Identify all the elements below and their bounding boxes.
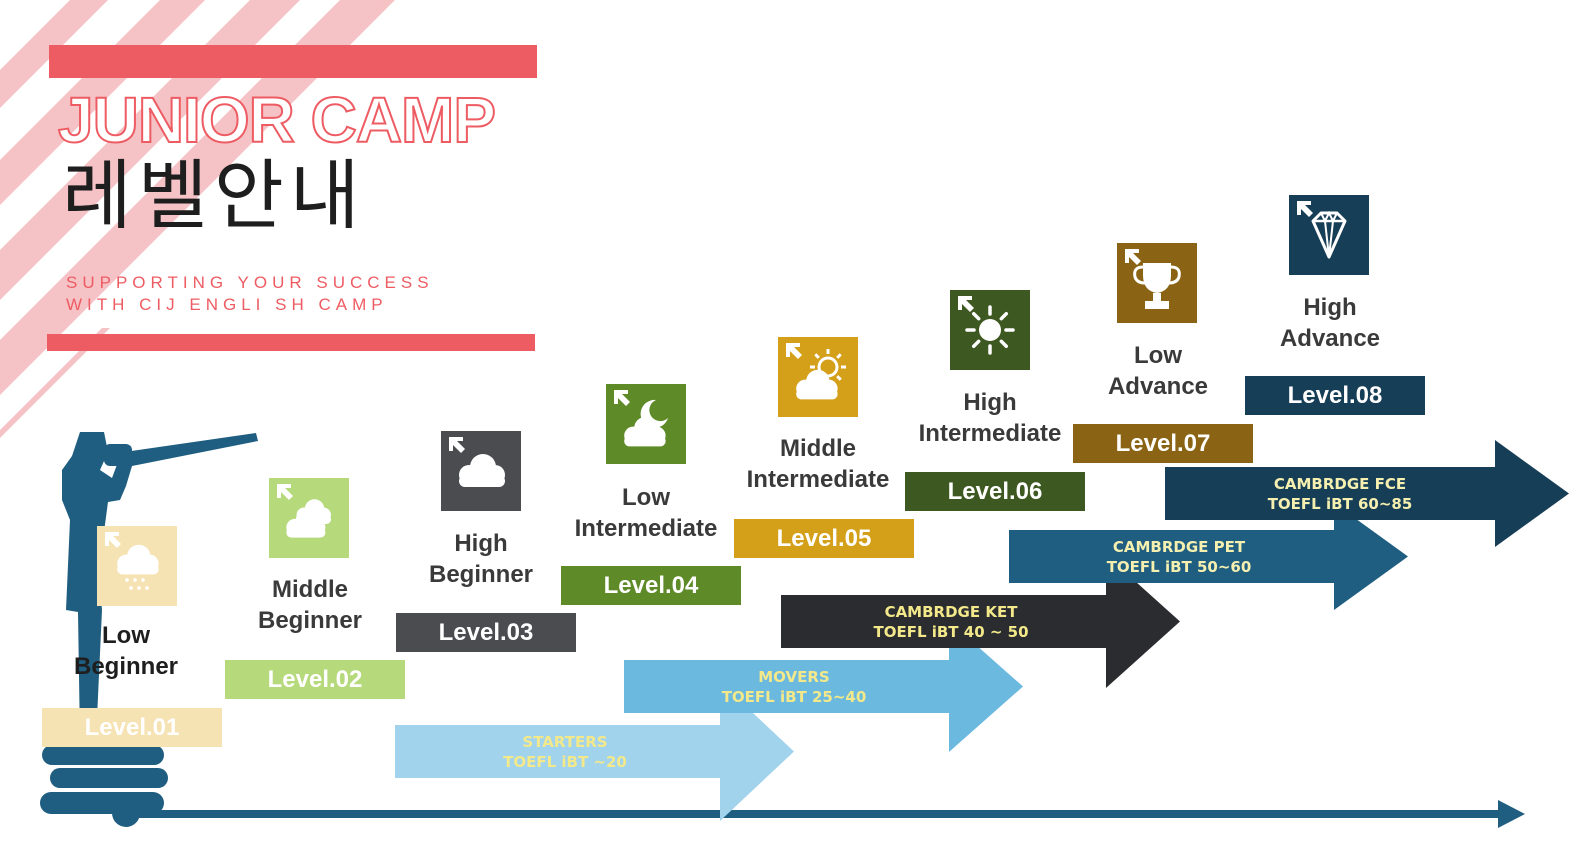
trophy-icon	[1117, 243, 1197, 323]
header-top-band	[49, 45, 537, 78]
level-name-line-2: Intermediate	[918, 420, 1062, 447]
level-name-line-1: High	[454, 530, 508, 557]
sun-icon	[950, 290, 1030, 370]
level-name-line-2: Beginner	[257, 607, 362, 634]
tagline-line-1: SUPPORTING YOUR SUCCESS	[66, 273, 434, 292]
level-name-line-2: Beginner	[428, 561, 533, 588]
level-name-line-2: Intermediate	[746, 466, 890, 493]
level-badge: Level.01	[42, 708, 222, 747]
pathway-label-line-1: STARTERS	[522, 733, 608, 751]
level-badge: Level.05	[734, 519, 914, 558]
level-name-line-1: High	[963, 389, 1017, 416]
level-badge: Level.04	[561, 566, 741, 605]
pathway-label: STARTERS TOEFL iBT ~20	[465, 732, 665, 772]
pathway-label-line-1: MOVERS	[758, 668, 830, 686]
pathway-arrow	[781, 555, 1180, 688]
pathway-label-line-2: TOEFL iBT 40 ~ 50	[873, 623, 1029, 641]
pathway-arrow	[624, 621, 1023, 752]
level-name-line-2: Intermediate	[574, 515, 718, 542]
pathway-label-line-1: CAMBRDGE FCE	[1273, 475, 1407, 493]
pathway-label-line-2: TOEFL iBT 50~60	[1106, 558, 1252, 576]
level-name-line-1: High	[1303, 294, 1357, 321]
pathway-arrow	[395, 682, 794, 821]
level-badge: Level.08	[1245, 376, 1425, 415]
level-badge: Level.03	[396, 613, 576, 652]
level-badge: Level.06	[905, 472, 1085, 511]
page-subtitle-korean: 레벨안내	[62, 151, 366, 240]
level-badge: Level.02	[225, 660, 405, 699]
moon-cloud-icon	[606, 384, 686, 464]
pathway-label-line-2: TOEFL iBT 60~85	[1267, 495, 1413, 513]
level-name-line-1: Middle	[780, 435, 856, 462]
pathway-arrow	[1165, 440, 1569, 547]
rain-cloud-icon	[97, 526, 177, 606]
pathway-label-line-1: CAMBRDGE PET	[1112, 538, 1246, 556]
level-name-line-1: Low	[622, 484, 670, 511]
level-badge: Level.07	[1073, 424, 1253, 463]
pathway-label: MOVERS TOEFL iBT 25~40	[694, 667, 894, 707]
level-name-line-1: Low	[1134, 342, 1182, 369]
level-name-line-2: Beginner	[73, 653, 178, 680]
level-name-line-1: Middle	[272, 576, 348, 603]
clouds-icon	[269, 478, 349, 558]
header-bottom-band	[47, 334, 535, 351]
level-name-line-2: Advance	[1279, 325, 1381, 352]
tagline-line-2: WITH CIJ ENGLI SH CAMP	[66, 295, 388, 314]
level-name-line-1: Low	[102, 622, 150, 649]
sun-cloud-icon	[778, 337, 858, 417]
level-name-line-2: Advance	[1107, 373, 1209, 400]
pathway-label-line-2: TOEFL iBT ~20	[503, 753, 627, 771]
diamond-icon	[1289, 195, 1369, 275]
page-title: JUNIOR CAMP	[57, 84, 497, 156]
pathway-label: CAMBRDGE FCE TOEFL iBT 60~85	[1240, 474, 1440, 514]
pathway-arrow	[1009, 503, 1408, 610]
pathway-label-line-2: TOEFL iBT 25~40	[721, 688, 867, 706]
pathway-label-line-1: CAMBRDGE KET	[884, 603, 1018, 621]
pathway-label: CAMBRDGE PET TOEFL iBT 50~60	[1079, 537, 1279, 577]
pathway-label: CAMBRDGE KET TOEFL iBT 40 ~ 50	[851, 602, 1051, 642]
cloud-icon	[441, 431, 521, 511]
